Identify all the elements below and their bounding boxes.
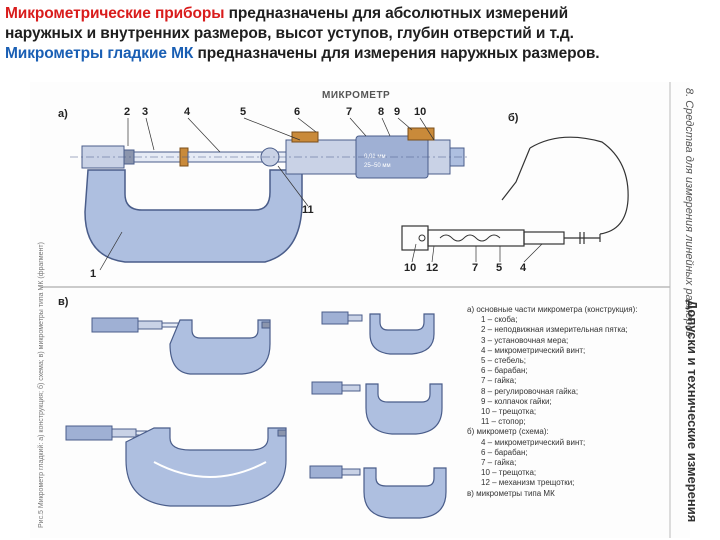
ratchet-hatch (407, 127, 435, 141)
thimble-scale-2: 25–50 мм (364, 163, 391, 169)
header-line-3: Микрометры гладкие МК предназначены для … (5, 44, 717, 64)
b-number-5: 5 (496, 262, 503, 274)
figure-title: МИКРОМЕТР (322, 90, 391, 101)
micrometer-v-1 (91, 317, 271, 375)
part-number-8: 8 (378, 106, 385, 118)
legend-item: 9 – колпачок гайки; (481, 396, 552, 406)
header-highlight-blue: Микрометры гладкие МК (5, 45, 194, 62)
legend-item: 12 – механизм трещотки; (481, 478, 575, 488)
header-line-2: наружных и внутренних размеров, высот ус… (5, 25, 574, 42)
header-line-3-rest: предназначены для измерения наружных раз… (193, 45, 600, 62)
schematic-frame-arc (529, 136, 629, 235)
nut-hatch (291, 131, 319, 143)
part-number-10: 10 (414, 106, 427, 118)
header-highlight-red: Микрометрические приборы (5, 5, 225, 22)
schematic-ratchet (401, 225, 429, 251)
micrometer-drawing: 0,01 мм 25–50 мм (40, 82, 671, 538)
legend-item: 4 – микрометрический винт; (481, 345, 586, 355)
legend-item: 4 – микрометрический винт; (481, 437, 586, 447)
legend-item: 7 – гайка; (481, 458, 517, 468)
legend-item: 7 – гайка; (481, 376, 517, 386)
part-number-7: 7 (346, 106, 353, 118)
parts-legend: а) основные части микрометра (конструкци… (467, 305, 687, 499)
b-number-4: 4 (520, 262, 527, 274)
mk1-frame (169, 319, 271, 375)
part-number-9: 9 (394, 106, 401, 118)
micrometer-v-3 (321, 311, 435, 355)
micrometer-v-2 (65, 425, 287, 507)
panel-v-label: в) (58, 296, 69, 308)
panel-a-label: а) (58, 108, 68, 120)
b-number-10: 10 (404, 262, 417, 274)
legend-item: а) основные части микрометра (конструкци… (467, 305, 638, 314)
mk1-thimble (91, 317, 139, 333)
part-number-5: 5 (240, 106, 247, 118)
side-caption-right-2: Допуски и технические измерения (685, 300, 700, 523)
part-number-6: 6 (294, 106, 301, 118)
schematic-screw (523, 231, 565, 245)
micrometer-b-schematic (401, 136, 629, 263)
panel-b-label: б) (508, 112, 519, 124)
frame-a (84, 169, 303, 263)
mk2-thimble (65, 425, 113, 441)
header-line-1: Микрометрические приборы предназначены д… (5, 4, 717, 24)
b-number-7: 7 (472, 262, 479, 274)
micrometer-a: 0,01 мм 25–50 мм (70, 117, 470, 271)
legend-item: 3 – установочная мера; (481, 335, 569, 345)
legend-item: 2 – неподвижная измерительная пятка; (481, 325, 628, 335)
side-caption-left: Рис.5 Микрометр гладкий: а) конструкция;… (38, 242, 45, 528)
b-number-12: 12 (426, 262, 439, 274)
legend-item: 10 – трещотка; (481, 468, 537, 478)
part-number-4: 4 (184, 106, 191, 118)
micrometer-figure: 0,01 мм 25–50 мм (30, 82, 690, 538)
part-number-11: 11 (302, 204, 314, 216)
legend-item: 5 – стебель; (481, 356, 527, 366)
micrometer-v-4 (311, 381, 443, 435)
legend-item: 11 – стопор; (481, 417, 526, 427)
part-number-3: 3 (142, 106, 149, 118)
legend-item: 10 – трещотка; (481, 407, 537, 417)
part-number-2: 2 (124, 106, 131, 118)
slide-header: Микрометрические приборы предназначены д… (5, 4, 717, 64)
schematic-spring (439, 234, 501, 242)
legend-item: б) микрометр (схема): (467, 427, 549, 437)
mk2-frame (125, 427, 287, 507)
part-number-1: 1 (90, 268, 97, 280)
micrometer-v-5 (309, 465, 447, 519)
legend-item: 8 – регулировочная гайка; (481, 386, 579, 396)
legend-item: 6 – барабан; (481, 366, 528, 376)
legend-item: 1 – скоба; (481, 315, 518, 325)
legend-item: в) микрометры типа МК (467, 488, 555, 498)
header-line-1-rest: предназначены для абсолютных измерений (224, 5, 569, 22)
legend-item: 6 – барабан; (481, 447, 528, 457)
